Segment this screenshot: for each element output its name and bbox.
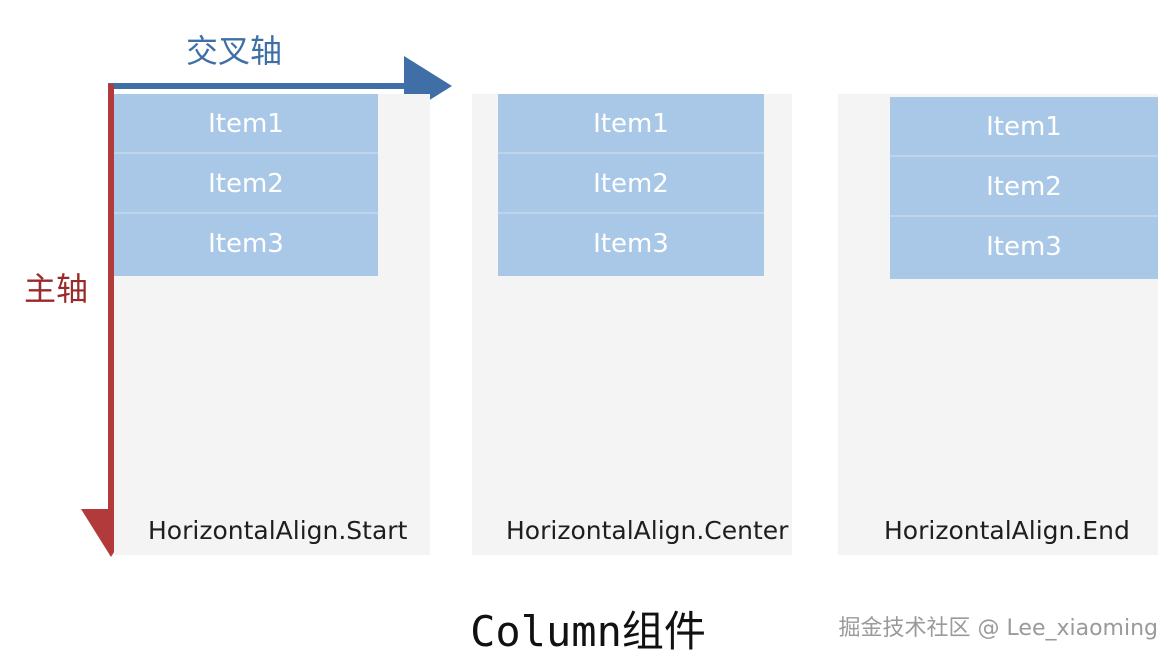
cross-axis-label: 交叉轴 [186,32,283,70]
item-box: Item3 [114,214,378,276]
item-box: Item1 [114,94,378,154]
item-box: Item1 [890,97,1158,157]
item-box: Item3 [498,214,764,276]
item-box: Item1 [498,94,764,154]
figure-title: Column组件 [470,607,706,656]
item-box: Item2 [498,154,764,214]
panel-caption: HorizontalAlign.End [884,516,1130,545]
panel-horizontal-align-center: Item1 Item2 Item3 HorizontalAlign.Center [472,94,792,555]
panel-horizontal-align-start: Item1 Item2 Item3 HorizontalAlign.Start [114,94,430,555]
panel-caption: HorizontalAlign.Start [148,516,408,545]
panel-caption: HorizontalAlign.Center [506,516,789,545]
items-column: Item1 Item2 Item3 [114,94,378,276]
watermark: 掘金技术社区 @ Lee_xiaoming [838,616,1158,641]
item-box: Item3 [890,217,1158,279]
panel-horizontal-align-end: Item1 Item2 Item3 HorizontalAlign.End [838,94,1158,555]
item-box: Item2 [890,157,1158,217]
items-column: Item1 Item2 Item3 [890,97,1158,279]
main-axis-label: 主轴 [24,270,89,308]
items-column: Item1 Item2 Item3 [498,94,764,276]
item-box: Item2 [114,154,378,214]
